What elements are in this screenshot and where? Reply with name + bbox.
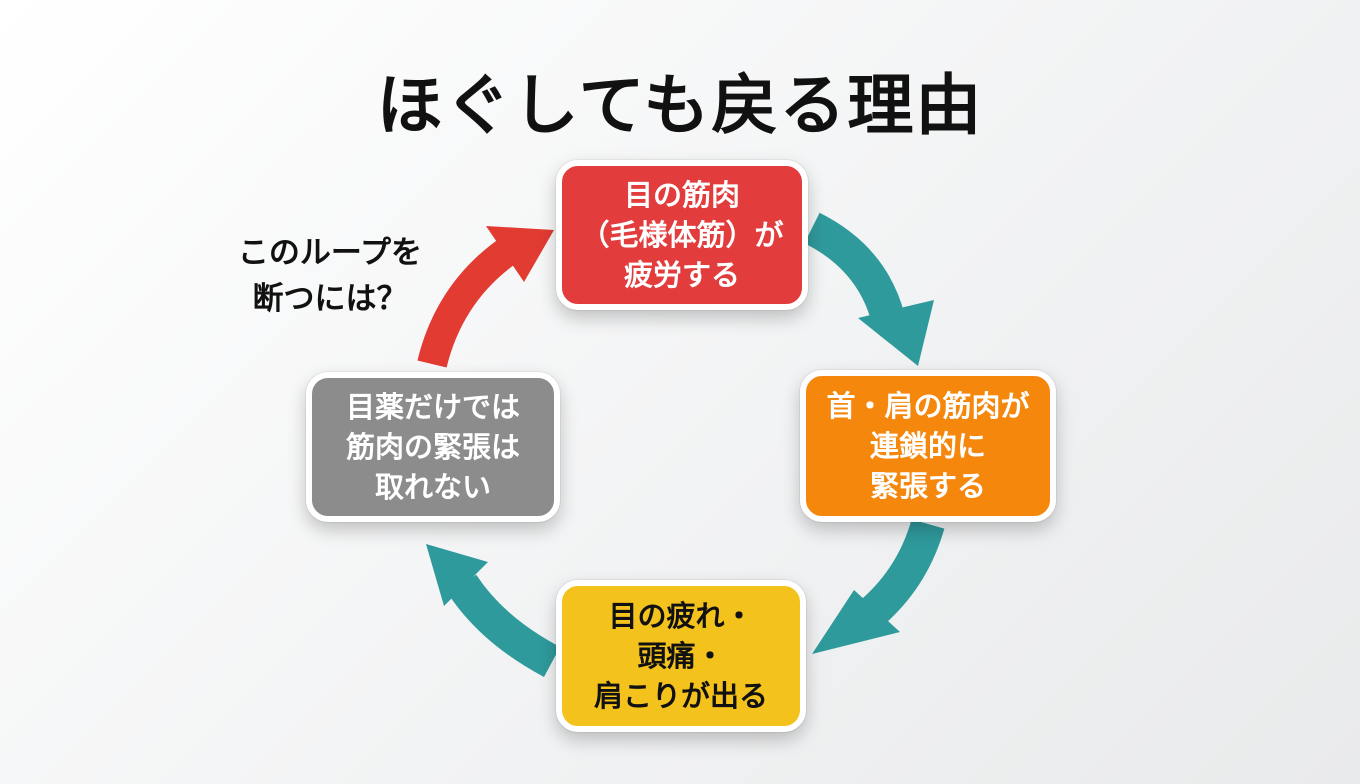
cycle-step-eye-muscle-fatigue: 目の筋肉 （毛様体筋）が 疲労する (556, 160, 808, 310)
question-line-2: 断つには？ (252, 281, 408, 317)
cycle-step-eye-drops-insufficient: 目薬だけでは 筋肉の緊張は 取れない (306, 372, 560, 522)
step-text-line: 頭痛・ (637, 639, 725, 673)
step-text-line: 疲労する (623, 258, 740, 292)
step-text-line: 緊張する (869, 469, 986, 503)
cycle-step-symptoms: 目の疲れ・ 頭痛・ 肩こりが出る (556, 580, 806, 732)
step-text-line: 首・肩の筋肉が (826, 389, 1030, 423)
step-text-line: 取れない (374, 470, 491, 504)
page-title: ほぐしても戻る理由 (376, 67, 984, 144)
arrow-right-to-bottom (812, 519, 945, 654)
step-text-line: 筋肉の緊張は (345, 430, 520, 464)
arrow-top-to-right (804, 212, 934, 366)
loop-question: このループを 断つには？ (210, 230, 450, 322)
step-text-line: 連鎖的に (869, 429, 986, 463)
question-line-1: このループを (237, 235, 423, 271)
step-text-line: 目の筋肉 (623, 178, 740, 212)
step-text-line: 目の疲れ・ (608, 599, 754, 633)
step-text-line: 肩こりが出る (593, 679, 768, 713)
step-text-line: （毛様体筋）が (580, 218, 784, 252)
arrow-bottom-to-left (426, 544, 561, 677)
step-text-line: 目薬だけでは (345, 390, 520, 424)
arrow-left-to-top (417, 226, 554, 368)
cycle-step-neck-shoulder-tension: 首・肩の筋肉が 連鎖的に 緊張する (800, 370, 1056, 522)
